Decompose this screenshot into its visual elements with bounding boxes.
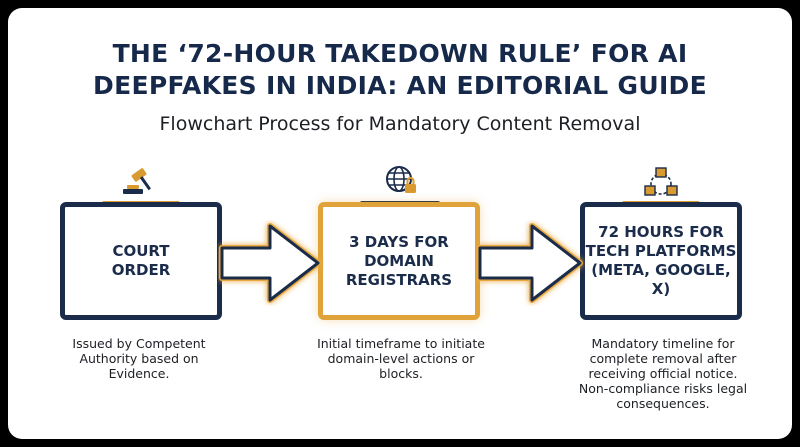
step-label: 3 DAYS FOR DOMAIN REGISTRARS <box>346 233 452 290</box>
step-label-line: 72 HOURS FOR <box>598 223 724 241</box>
step-box-tech-platforms: 72 HOURS FOR TECH PLATFORMS (META, GOOGL… <box>580 202 742 320</box>
step-label-line: DOMAIN <box>364 251 434 270</box>
step-label-line: (META, GOOGLE, X) <box>591 261 731 298</box>
step-label: COURT ORDER <box>112 242 171 280</box>
step-description: Mandatory timeline for complete removal … <box>568 336 758 411</box>
gavel-icon <box>123 168 151 194</box>
description-line: consequences. <box>616 396 710 411</box>
description-line: Non-compliance risks legal <box>578 381 748 396</box>
description-line: Initial timeframe to initiate <box>317 336 485 351</box>
step-box-court-order: COURT ORDER <box>60 202 222 320</box>
step-label-line: TECH PLATFORMS <box>585 242 737 260</box>
subtitle: Flowchart Process for Mandatory Content … <box>159 113 641 135</box>
page-title: THE ‘72-HOUR TAKEDOWN RULE’ FOR AI DEEPF… <box>8 38 792 102</box>
description-line: Mandatory timeline for <box>591 336 735 351</box>
step-description: Issued by Competent Authority based on E… <box>44 336 234 381</box>
step-label-line: 3 DAYS FOR <box>349 232 449 251</box>
title-line-2: DEEPFAKES IN INDIA: AN EDITORIAL GUIDE <box>93 71 707 100</box>
globe-lock-icon <box>386 166 416 193</box>
step-label: 72 HOURS FOR TECH PLATFORMS (META, GOOGL… <box>585 223 737 299</box>
description-line: Authority based on <box>79 351 199 366</box>
network-cubes-icon <box>644 167 678 196</box>
step-label-line: ORDER <box>111 261 171 279</box>
title-line-1: THE ‘72-HOUR TAKEDOWN RULE’ FOR AI <box>112 39 688 68</box>
description-line: domain-level actions or <box>327 351 475 366</box>
description-line: blocks. <box>379 366 423 381</box>
step-box-domain-registrars: 3 DAYS FOR DOMAIN REGISTRARS <box>318 202 480 320</box>
description-line: Issued by Competent <box>72 336 206 351</box>
infographic-card: THE ‘72-HOUR TAKEDOWN RULE’ FOR AI DEEPF… <box>8 8 792 439</box>
flow-arrow-icon <box>477 223 583 303</box>
description-line: complete removal after <box>589 351 737 366</box>
flow-arrow-icon <box>219 223 321 303</box>
description-line: receiving official notice. <box>588 366 738 381</box>
step-label-line: COURT <box>112 242 170 260</box>
step-label-line: REGISTRARS <box>345 270 453 289</box>
description-line: Evidence. <box>108 366 170 381</box>
step-description: Initial timeframe to initiate domain-lev… <box>306 336 496 381</box>
